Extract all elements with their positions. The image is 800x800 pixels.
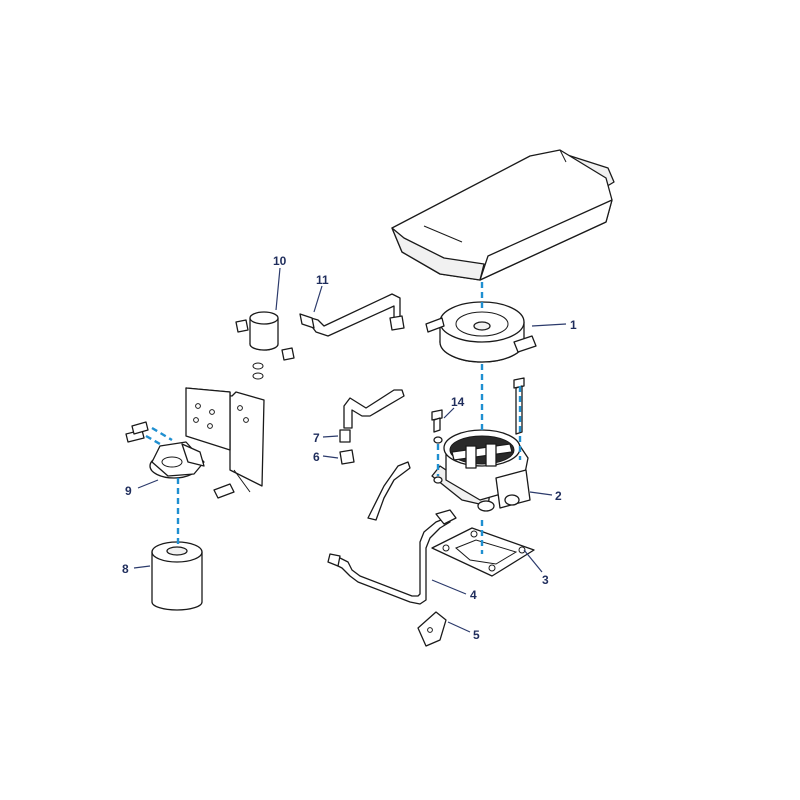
leader-line [523,549,543,573]
callout-2: 2 [555,489,562,503]
leader-line [275,267,281,311]
guide-line [151,426,173,442]
vacuum-hose-upper [343,389,405,429]
callout-leaders [133,267,567,633]
callout-6: 6 [313,450,320,464]
callout-8: 8 [122,562,129,576]
hose-fitting-7 [339,429,351,443]
oil-filter-canister [151,541,203,611]
leader-line [531,323,567,327]
guide-line [145,434,161,446]
leader-line [313,285,323,313]
oil-filter-adapter [125,421,205,479]
callout-4: 4 [470,588,477,602]
callout-10: 10 [273,254,287,268]
leader-line [322,455,339,459]
leader-line [447,621,471,633]
vacuum-hose-lower [367,461,411,521]
hose-cap-6 [339,449,355,465]
callout-11: 11 [316,273,329,287]
bracket-bolt [213,483,235,499]
alignment-guides [145,282,522,554]
mounting-bracket [185,387,265,493]
fuel-filter [235,311,295,380]
callout-5: 5 [473,628,480,642]
air-cleaner-base [425,301,537,363]
air-cleaner-housing [391,149,615,281]
callout-1: 1 [570,318,577,332]
callout-labels: 1 2 3 4 5 6 7 8 9 10 11 14 [122,254,577,642]
bolt-14 [431,409,443,444]
leader-line [322,435,339,438]
leader-line [431,579,467,595]
fuel-line [327,509,457,605]
leader-line [133,565,151,569]
callout-3: 3 [542,573,549,587]
leader-line [529,491,553,496]
leader-line [137,479,159,489]
fuel-pipe [299,293,405,337]
callout-9: 9 [125,484,132,498]
leader-line [443,407,455,419]
throttle-body [431,429,531,512]
bracket-plate [417,611,447,647]
callout-7: 7 [313,431,320,445]
callout-14: 14 [451,395,465,409]
